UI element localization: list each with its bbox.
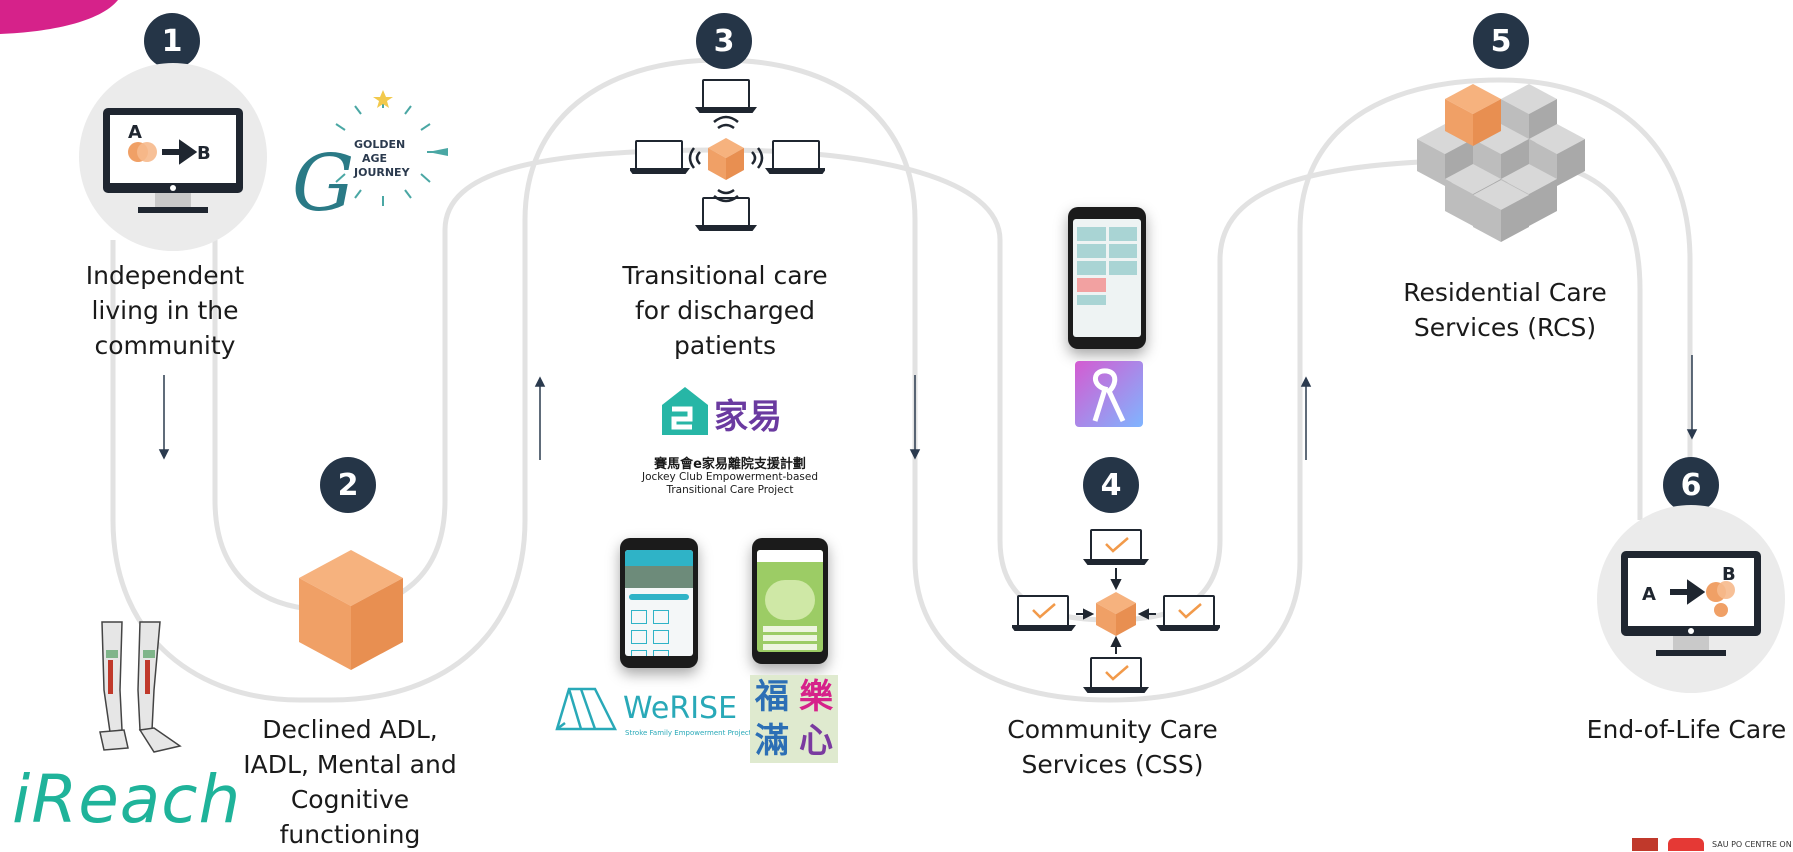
stage-2-badge: 2 <box>320 457 376 513</box>
connected-laptops-icon <box>630 79 825 231</box>
stage-1-badge: 1 <box>144 13 200 69</box>
ehome-zh: 賽馬會e家易離院支援計劃 <box>654 457 806 472</box>
fuloksum-char-1: 福 <box>755 677 789 717</box>
cube-icon <box>299 550 403 670</box>
ribbon-icon <box>1092 368 1126 423</box>
sau-po-text: SAU PO CENTRE ON A <box>1712 840 1793 849</box>
monitor-a-label: A <box>128 122 142 143</box>
ehome-house-icon <box>662 387 708 435</box>
laptops-checkmark-icon <box>1012 529 1220 693</box>
golden-age-line1: GOLDEN <box>354 138 405 151</box>
ehome-en2: Transitional Care Project <box>666 484 794 496</box>
stage-3-badge: 3 <box>696 13 752 69</box>
monitor-a-to-b-end-icon: A B <box>1621 551 1761 656</box>
sau-po-co-icon <box>1668 838 1704 851</box>
sau-po-crest-icon <box>1632 838 1658 851</box>
stage-5-badge: 5 <box>1473 13 1529 69</box>
ireach-logo: iReach <box>12 761 242 838</box>
fuloksum-char-3: 滿 <box>755 721 789 761</box>
werise-mark-icon <box>555 687 617 731</box>
stage-6-label: End-of-Life Care <box>1586 715 1787 744</box>
monitor-b-label: B <box>197 143 211 164</box>
sau-po-centre-logo: SAU PO CENTRE ON A <box>1632 836 1793 851</box>
golden-age-mark: G <box>292 139 354 220</box>
fuloksum-logo: 福 樂 滿 心 <box>750 675 838 763</box>
corner-accent-shape <box>0 0 118 34</box>
golden-age-line3: JOURNEY <box>353 166 411 179</box>
cube-cluster-icon <box>1417 84 1585 242</box>
ehome-brand: 家易 <box>714 397 782 437</box>
fuloksum-char-2: 樂 <box>799 677 833 717</box>
fuloksum-char-4: 心 <box>799 721 833 761</box>
monitor-a-to-b-icon: A B <box>103 108 243 213</box>
monitor-end-b-label: B <box>1722 564 1736 585</box>
werise-tagline: Stroke Family Empowerment Project <box>625 729 752 737</box>
fuloksum-app-phone <box>752 538 828 664</box>
stage-4-badge: 4 <box>1083 457 1139 513</box>
legs-wearable-illustration <box>99 621 182 753</box>
werise-logo: WeRISE Stroke Family Empowerment Project <box>555 685 752 745</box>
werise-name: WeRISE <box>623 691 738 726</box>
golden-age-journey-logo: G GOLDEN AGE JOURNEY <box>292 90 448 220</box>
ehome-en1: Jockey Club Empowerment-based <box>642 471 818 483</box>
golden-age-line2: AGE <box>362 152 387 165</box>
monitor-end-a-label: A <box>1642 584 1656 605</box>
css-app-phone <box>1068 207 1146 349</box>
ehome-logo: 家易 賽馬會e家易離院支援計劃 Jockey Club Empowerment-… <box>640 383 820 503</box>
stage-6-badge: 6 <box>1663 457 1719 513</box>
css-app-logo <box>1075 361 1143 427</box>
werise-app-phone <box>620 538 698 668</box>
